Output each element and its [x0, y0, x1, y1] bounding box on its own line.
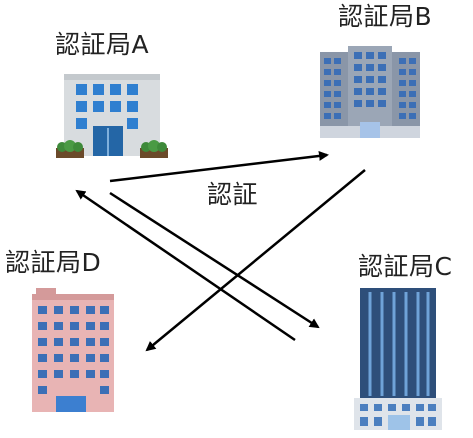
- authority-c-building: [354, 288, 442, 430]
- authority-c-label: 認証局C: [358, 252, 453, 281]
- authority-a-label: 認証局A: [55, 30, 150, 59]
- authority-a-building: [56, 74, 168, 158]
- authority-b-building: [320, 46, 420, 138]
- arrow-c-to-a: [75, 189, 296, 342]
- arrow-b-to-d: [145, 169, 366, 352]
- authority-d-building: [32, 288, 114, 412]
- authority-d-label: 認証局D: [5, 248, 102, 277]
- arrow-a-to-b: [109, 150, 329, 183]
- arrow-a-to-c: [109, 191, 320, 329]
- authority-b-label: 認証局B: [338, 2, 433, 31]
- building-b-windows: [324, 52, 416, 119]
- edge-label-certification: 認証: [207, 180, 259, 209]
